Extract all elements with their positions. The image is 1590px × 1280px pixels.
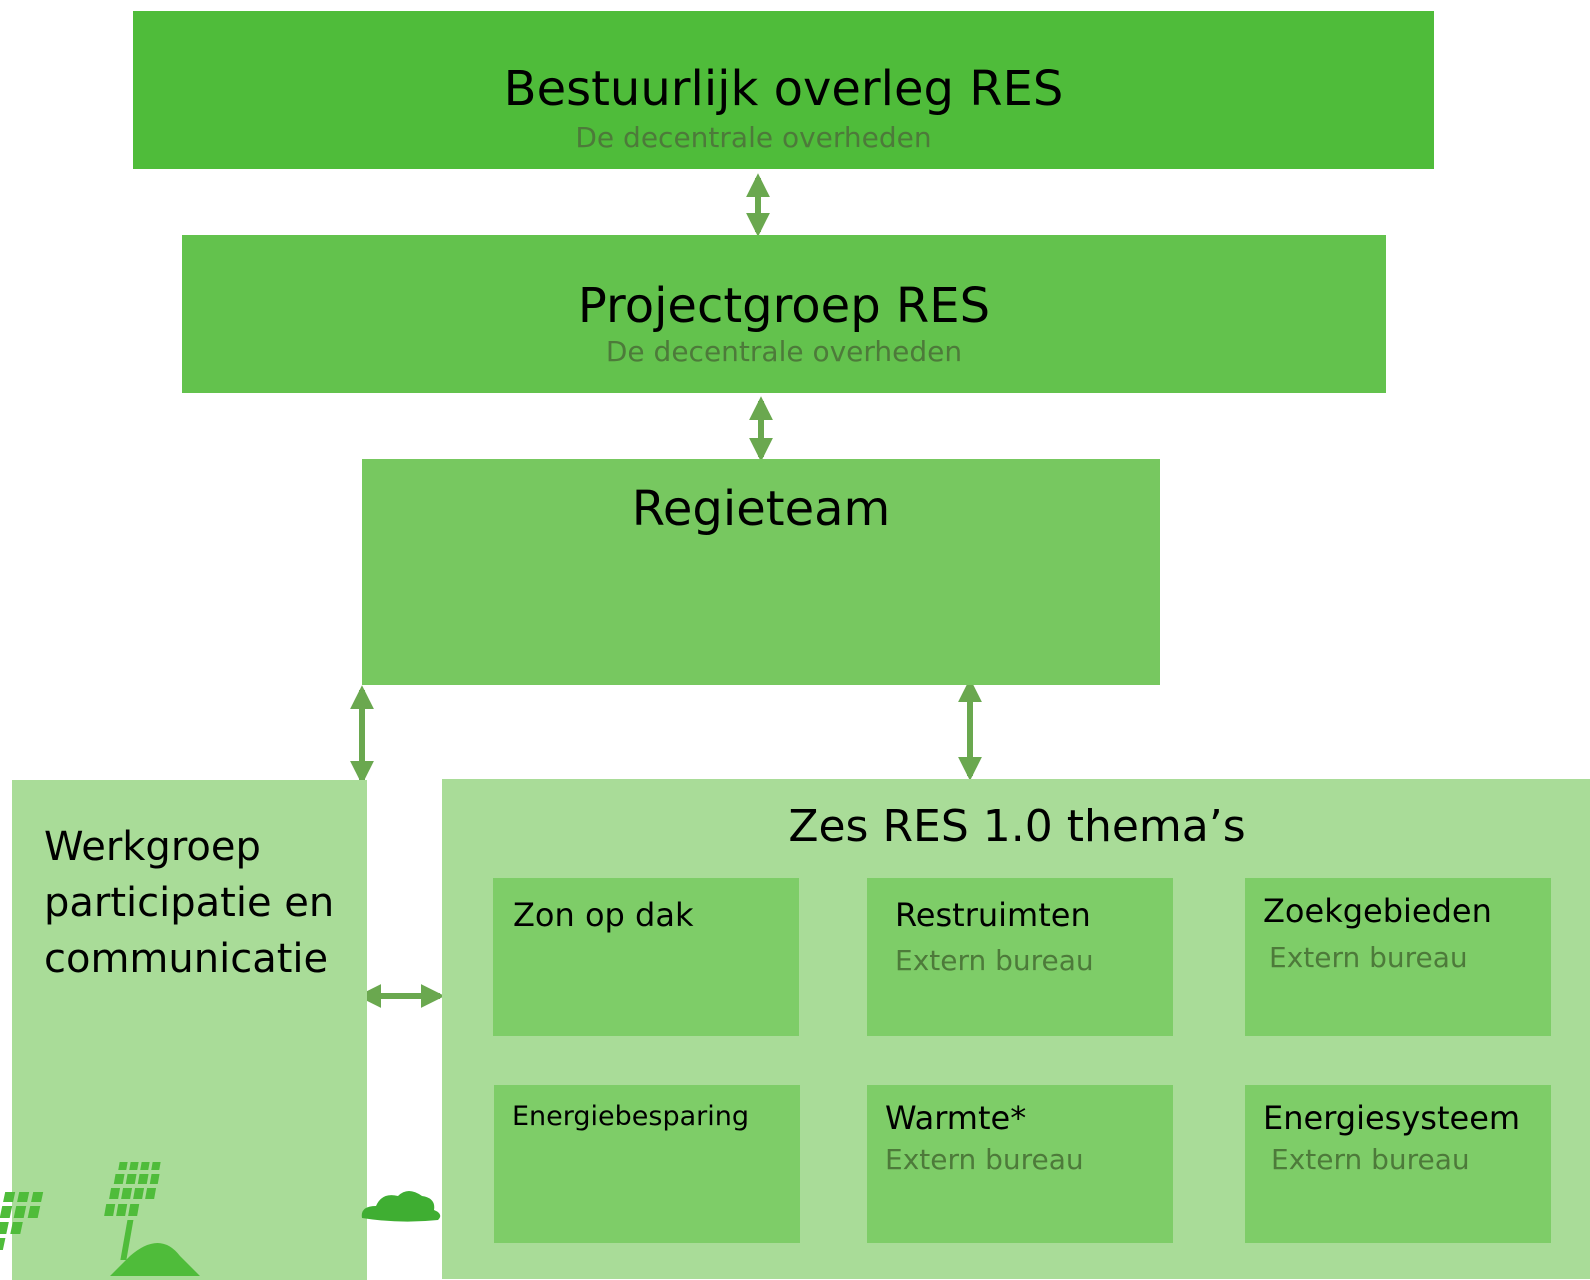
solar-panel-icon: [0, 1192, 44, 1250]
theme-title: Restruimten: [895, 896, 1091, 934]
themas-title: Zes RES 1.0 thema’s: [788, 801, 1246, 852]
theme-restruimten: Restruimten Extern bureau: [867, 878, 1173, 1036]
werkgroep-title-line1: Werkgroep: [44, 824, 261, 870]
theme-title: Energiesysteem: [1263, 1099, 1521, 1137]
projectgroep-title: Projectgroep RES: [577, 278, 991, 334]
bestuurlijk-title: Bestuurlijk overleg RES: [503, 61, 1064, 117]
werkgroep-title-line3: communicatie: [44, 936, 329, 982]
theme-zon-op-dak: Zon op dak: [493, 878, 799, 1036]
theme-zoekgebieden: Zoekgebieden Extern bureau: [1245, 878, 1551, 1036]
theme-title: Energiebesparing: [512, 1101, 750, 1132]
theme-warmte: Warmte* Extern bureau: [867, 1085, 1173, 1243]
theme-energiebesparing: Energiebesparing: [494, 1085, 800, 1243]
theme-energiesysteem: Energiesysteem Extern bureau: [1245, 1085, 1551, 1243]
regieteam-box: Regieteam: [362, 459, 1160, 685]
theme-subtitle: Extern bureau: [1271, 1143, 1470, 1176]
werkgroep-title-line2: participatie en: [44, 880, 335, 926]
projectgroep-box: Projectgroep RES De decentrale overheden: [182, 235, 1386, 393]
projectgroep-subtitle: De decentrale overheden: [605, 335, 963, 368]
theme-title: Zon op dak: [513, 896, 694, 934]
solar-panel-icon: [104, 1162, 161, 1260]
theme-title: Zoekgebieden: [1263, 892, 1492, 930]
regieteam-title: Regieteam: [631, 481, 891, 537]
werkgroep-box: Werkgroep participatie en communicatie: [12, 780, 367, 1280]
theme-subtitle: Extern bureau: [895, 944, 1094, 977]
hill-shape: [110, 1243, 200, 1276]
decoration: [0, 1162, 441, 1276]
theme-subtitle: Extern bureau: [885, 1143, 1084, 1176]
themas-panel: Zes RES 1.0 thema’s Zon op dak Restruimt…: [442, 779, 1590, 1279]
theme-title: Warmte*: [885, 1099, 1027, 1137]
cloud-icon: [361, 1191, 441, 1222]
bestuurlijk-overleg-box: Bestuurlijk overleg RES De decentrale ov…: [133, 11, 1434, 169]
bestuurlijk-subtitle: De decentrale overheden: [575, 121, 932, 154]
theme-subtitle: Extern bureau: [1269, 941, 1468, 974]
